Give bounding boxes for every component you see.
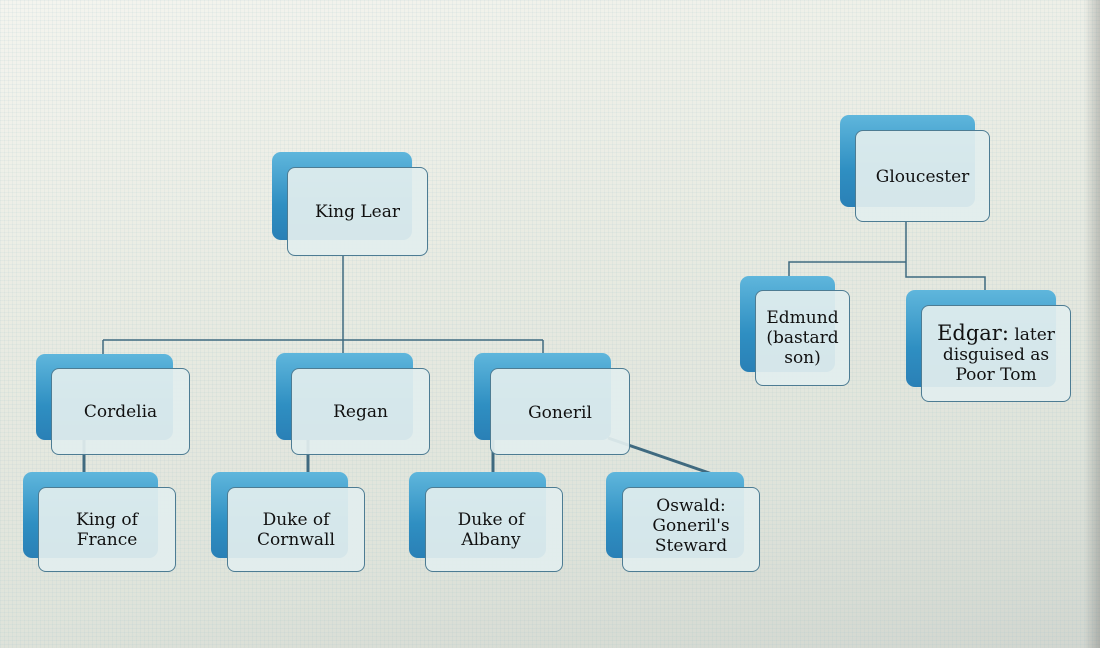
edgar-description: later disguised as Poor Tom: [942, 324, 1055, 385]
node-label: Oswald: Goneril's Steward: [652, 496, 730, 556]
connector-lear-children: [102, 256, 544, 356]
node-label: Regan: [333, 401, 388, 422]
node-label: Cordelia: [83, 401, 158, 422]
node-label: Duke of Cornwall: [257, 509, 335, 550]
screen-edge-shade: [1084, 0, 1100, 648]
node-label: Gloucester: [875, 167, 970, 187]
node-label: Edgar: later disguised as Poor Tom: [934, 320, 1059, 385]
node-label: Goneril: [528, 403, 592, 423]
node-label: King Lear: [315, 201, 400, 222]
node-label: Edmund (bastard son): [766, 308, 839, 368]
node-label: King of France: [76, 509, 138, 550]
connector-gloucester-sons: [788, 222, 986, 292]
node-label: Duke of Albany: [457, 509, 525, 550]
edgar-name: Edgar:: [937, 320, 1009, 345]
